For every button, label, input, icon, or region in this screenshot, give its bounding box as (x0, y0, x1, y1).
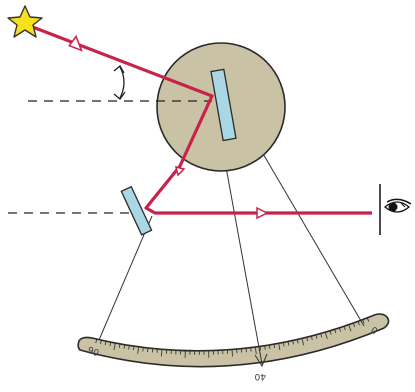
arc-tick (282, 342, 285, 347)
arc-tick (301, 338, 304, 346)
arc-tick (161, 349, 163, 357)
arc-tick (268, 344, 271, 349)
arc-tick (324, 332, 328, 340)
index-mirror (210, 68, 237, 142)
arc-tick (343, 326, 346, 331)
eye-icon (379, 184, 412, 235)
ray-direction-arrow-1 (68, 34, 83, 52)
ray-direction-arrow-3 (256, 206, 269, 220)
arc-tick (128, 345, 130, 350)
index-arm-pointer-icon (254, 353, 268, 368)
scale-label-0: 0 (370, 323, 380, 335)
arc-tick-marks (95, 317, 370, 358)
frame-arm-left (98, 215, 153, 341)
arc-tick (334, 329, 337, 334)
arc-tick (315, 334, 318, 339)
arc-tick (264, 345, 266, 350)
ray-direction-arrow-2 (174, 165, 186, 177)
arc-tick (123, 344, 126, 349)
arc-tick (95, 339, 98, 344)
arc-tick (310, 335, 313, 340)
star-icon (7, 5, 43, 38)
arc-tick (366, 317, 370, 322)
arc-tick (100, 340, 102, 345)
arc-tick (357, 321, 360, 326)
arc-tick (109, 342, 112, 347)
arc-tick (338, 327, 341, 332)
arc-tick (137, 346, 140, 354)
arc-tick (147, 347, 149, 353)
arc-tick (362, 319, 365, 324)
double-headed-arrow-icon (113, 65, 126, 100)
horizon-mirror (120, 185, 153, 236)
scale-label-40: 40 (254, 371, 266, 381)
arc-tick (142, 347, 144, 352)
arc-tick (104, 341, 107, 346)
arc-tick (348, 324, 352, 332)
arc-tick (306, 337, 308, 342)
arc-tick (287, 341, 290, 346)
arc-tick (320, 333, 323, 338)
arc-tick (352, 322, 356, 327)
graduated-arc-scale (77, 313, 390, 368)
frame-arm-right (261, 151, 365, 327)
arc-tick (296, 339, 299, 344)
arc-tick (259, 346, 261, 351)
arc-tick (278, 343, 281, 351)
light-ray-path (29, 24, 372, 215)
arc-tick (254, 346, 257, 355)
arc-tick (292, 340, 294, 345)
arc-tick (118, 343, 121, 348)
arc-tick (273, 344, 276, 349)
arc-tick (133, 346, 135, 351)
scale-label-90: 90 (86, 346, 100, 359)
arc-tick (329, 330, 332, 335)
arc-tick (231, 349, 233, 357)
arc-tick (113, 342, 116, 350)
